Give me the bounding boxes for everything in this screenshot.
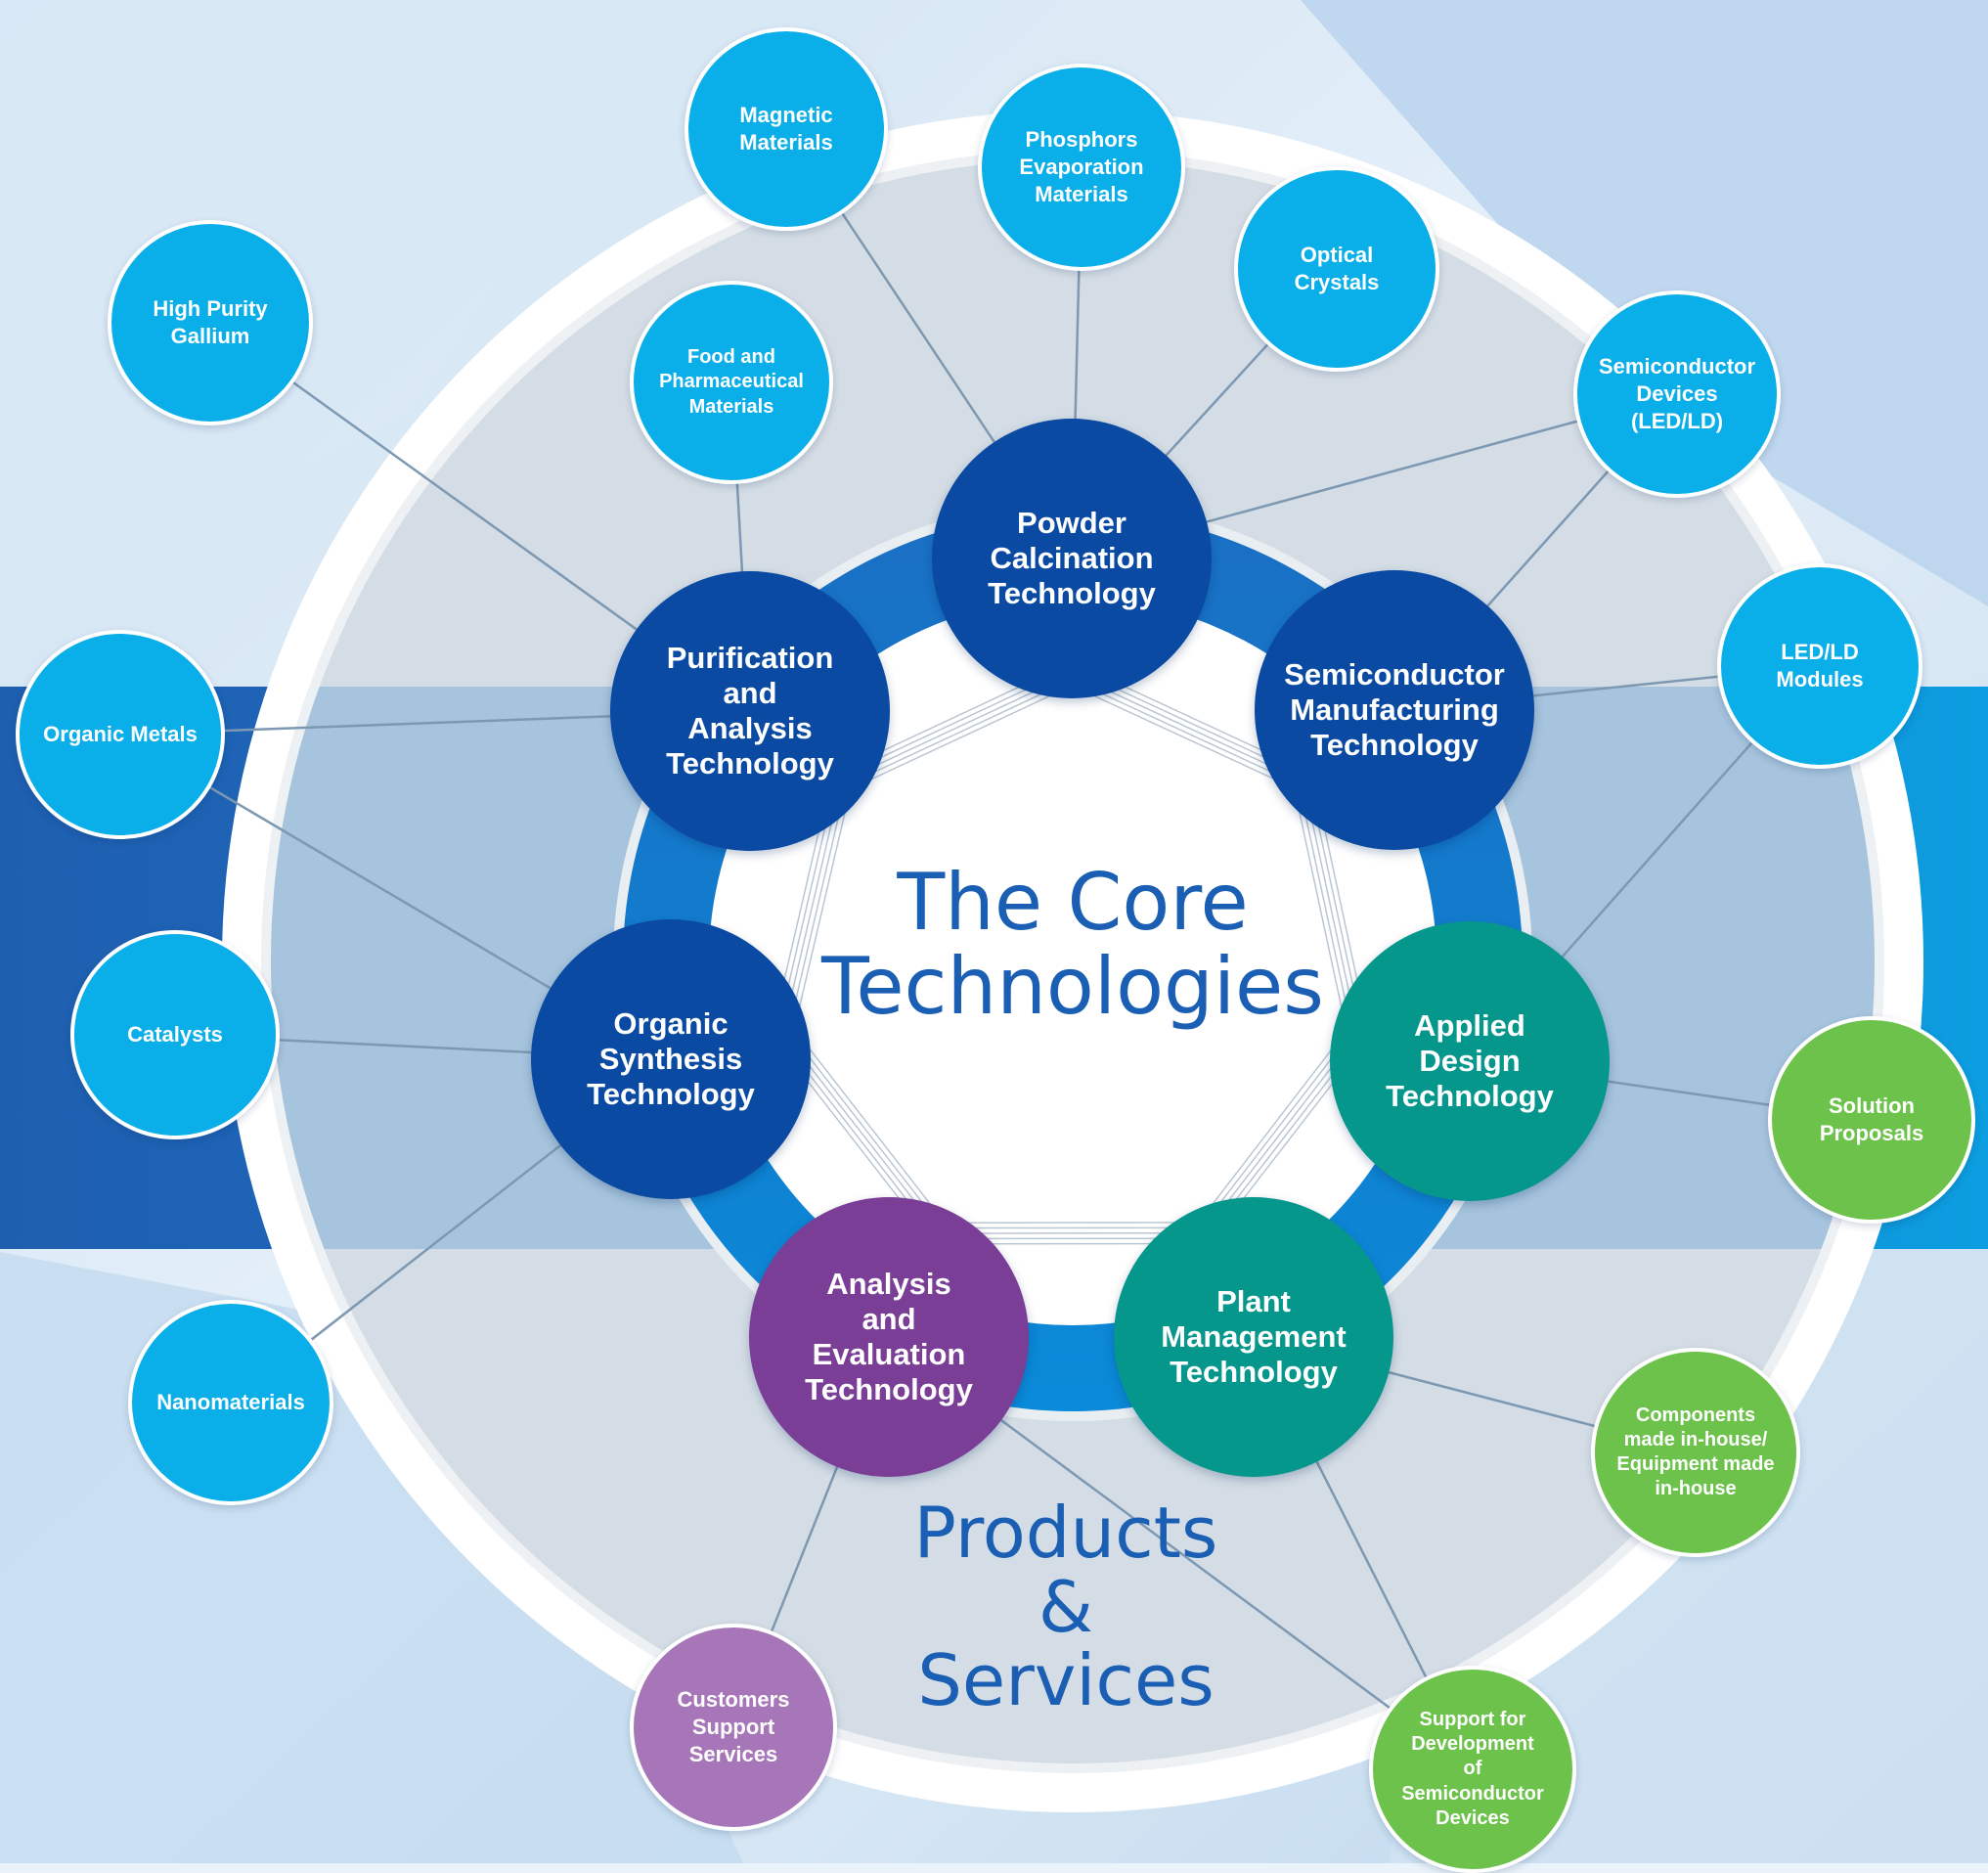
product-node-label: Food and Pharmaceutical Materials — [659, 346, 804, 418]
outer-title: Products & Services — [913, 1492, 1218, 1722]
core-node-label: Analysis and Evaluation Technology — [805, 1267, 973, 1406]
product-node-label: Customers Support Services — [677, 1687, 790, 1766]
service-node-solution-proposals[interactable]: Solution Proposals — [1768, 1016, 1975, 1224]
core-node-organic-synthesis[interactable]: Organic Synthesis Technology — [531, 919, 811, 1199]
product-node-label: Magnetic Materials — [739, 103, 833, 155]
core-node-label: Semiconductor Manufacturing Technology — [1284, 657, 1505, 762]
product-node-label: Organic Metals — [43, 722, 198, 747]
service-node-customers-support[interactable]: Customers Support Services — [630, 1624, 837, 1831]
core-node-label: Applied Design Technology — [1386, 1008, 1554, 1113]
core-node-semiconductor-manufacturing[interactable]: Semiconductor Manufacturing Technology — [1255, 570, 1534, 850]
product-node-label: Catalysts — [127, 1022, 223, 1048]
core-node-analysis-evaluation[interactable]: Analysis and Evaluation Technology — [749, 1197, 1029, 1477]
core-node-label: Organic Synthesis Technology — [587, 1006, 755, 1111]
core-node-applied-design[interactable]: Applied Design Technology — [1330, 921, 1610, 1201]
product-node-label: Solution Proposals — [1819, 1093, 1924, 1145]
product-node-label: Nanomaterials — [156, 1390, 305, 1415]
product-node-high-purity-gallium[interactable]: High Purity Gallium — [108, 220, 313, 425]
product-node-label: Semiconductor Devices (LED/LD) — [1598, 354, 1756, 433]
product-node-phosphors-evaporation[interactable]: Phosphors Evaporation Materials — [978, 64, 1185, 271]
product-node-label: LED/LD Modules — [1776, 640, 1864, 691]
product-node-label: Support for Development of Semiconductor… — [1401, 1709, 1544, 1829]
product-node-label: Phosphors Evaporation Materials — [1019, 127, 1144, 206]
product-node-nanomaterials[interactable]: Nanomaterials — [128, 1300, 333, 1505]
core-node-purification-analysis[interactable]: Purification and Analysis Technology — [610, 571, 890, 851]
product-node-food-pharmaceutical[interactable]: Food and Pharmaceutical Materials — [630, 281, 833, 484]
product-node-catalysts[interactable]: Catalysts — [70, 930, 280, 1139]
product-node-semiconductor-devices[interactable]: Semiconductor Devices (LED/LD) — [1573, 290, 1781, 498]
service-node-support-semiconductor-development[interactable]: Support for Development of Semiconductor… — [1369, 1666, 1576, 1873]
backdrop-panel — [0, 0, 685, 626]
core-node-label: Powder Calcination Technology — [988, 506, 1156, 610]
service-node-components-equipment[interactable]: Components made in-house/ Equipment made… — [1591, 1348, 1800, 1557]
heptagon-line — [787, 679, 1353, 1229]
center-title: The Core Technologies — [821, 857, 1324, 1033]
core-node-label: Plant Management Technology — [1161, 1284, 1347, 1389]
product-node-label: High Purity Gallium — [153, 296, 268, 348]
product-node-organic-metals[interactable]: Organic Metals — [16, 630, 225, 839]
heptagon-line — [793, 685, 1347, 1224]
core-node-powder-calcination[interactable]: Powder Calcination Technology — [932, 419, 1212, 698]
product-node-led-ld-modules[interactable]: LED/LD Modules — [1717, 563, 1922, 769]
product-node-magnetic-materials[interactable]: Magnetic Materials — [685, 27, 888, 231]
product-node-label: Optical Crystals — [1294, 243, 1380, 294]
product-node-label: Components made in-house/ Equipment made… — [1616, 1404, 1775, 1500]
core-node-label: Purification and Analysis Technology — [666, 641, 834, 780]
product-node-optical-crystals[interactable]: Optical Crystals — [1234, 166, 1439, 372]
core-node-plant-management[interactable]: Plant Management Technology — [1114, 1197, 1393, 1477]
inner-core-disc — [709, 598, 1436, 1325]
